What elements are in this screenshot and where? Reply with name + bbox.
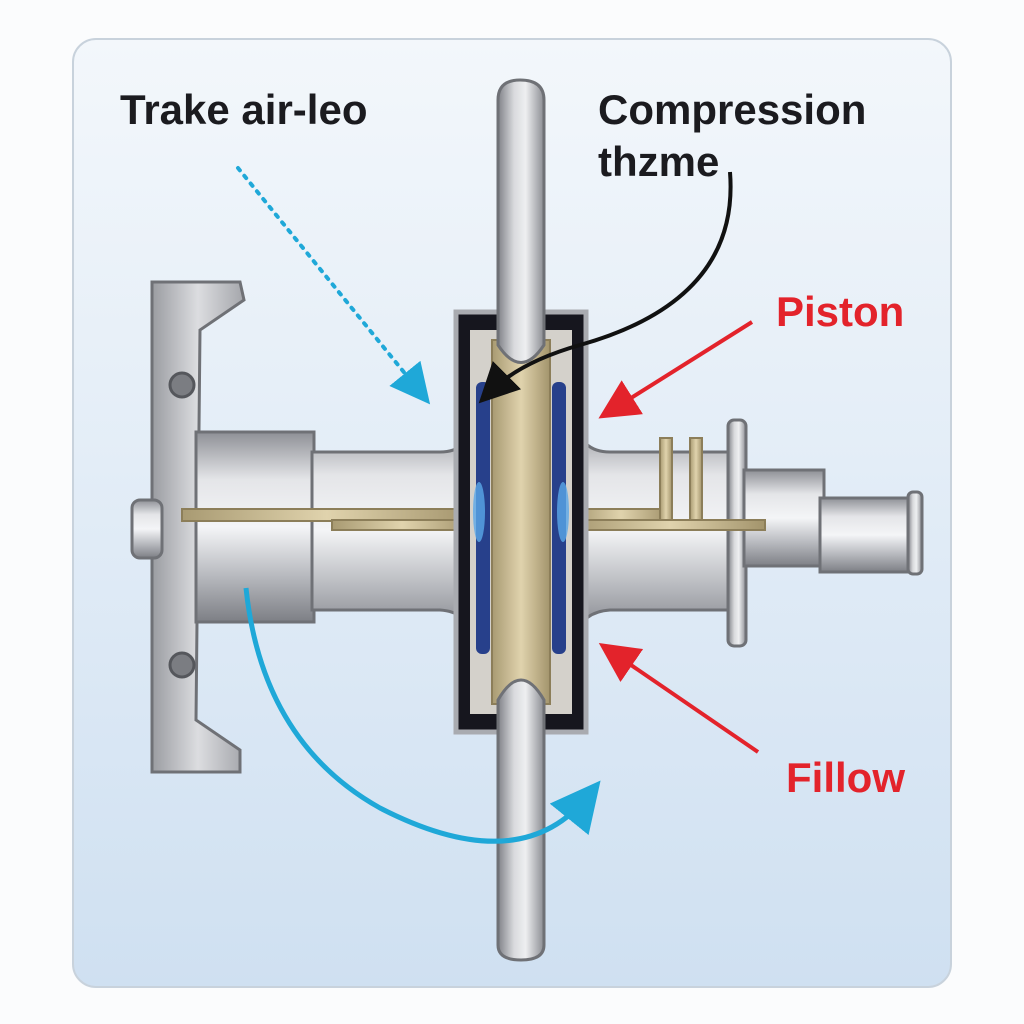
vertical-rod (496, 78, 546, 962)
compression-label-line1: Compression (598, 86, 867, 133)
compression-housing (453, 309, 589, 735)
piston-label: Piston (776, 288, 905, 335)
left-flange (150, 280, 246, 774)
left-hub (194, 430, 316, 624)
intake-label: Trake air-leo (120, 86, 368, 133)
left-shaft-end (130, 498, 164, 560)
right-collar (742, 468, 826, 568)
intake-arrow (236, 166, 431, 405)
flow-arrow (243, 587, 601, 844)
output-shaft (818, 496, 914, 574)
compression-leader (478, 171, 733, 404)
follow-label: Fillow (786, 754, 905, 801)
follow-arrow (598, 642, 760, 754)
brass-rods (181, 437, 766, 531)
piston-arrow (598, 320, 754, 419)
compression-label-line2: thzme (598, 138, 720, 185)
output-shaft-end (906, 490, 924, 576)
piston-core (491, 339, 551, 705)
